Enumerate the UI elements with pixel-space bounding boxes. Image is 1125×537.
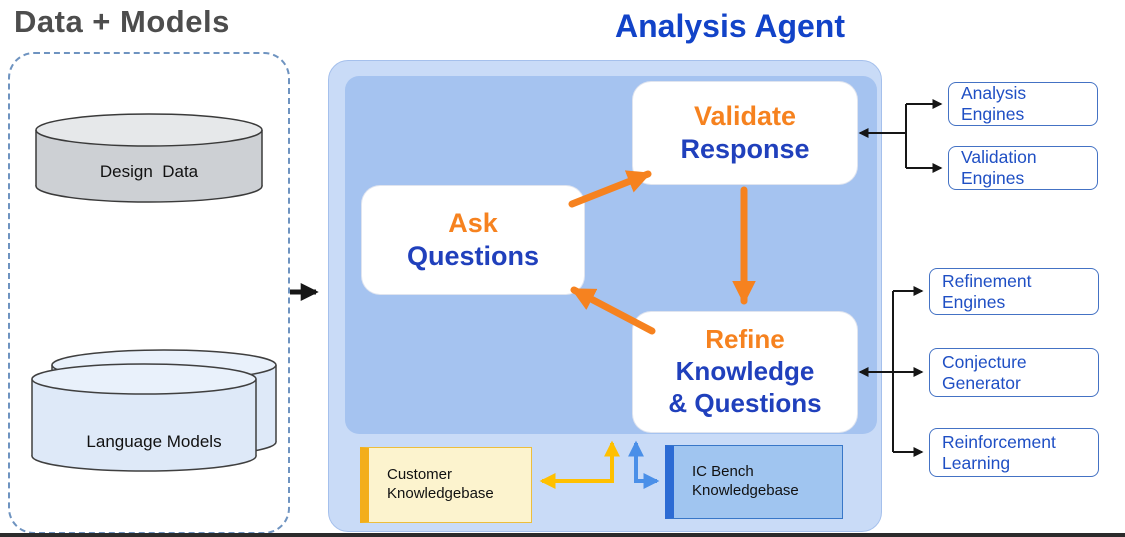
validate-response-line1: Validate [693,101,797,132]
data-models-title: Data + Models [14,4,230,39]
bottom-edge-rule [0,533,1125,537]
validate-response-line2: Response [680,134,810,164]
customer-kb-line2: Knowledgebase [387,485,494,502]
language-models-label: Language Models [86,432,222,451]
validate-response-node: Validate Response [633,82,857,184]
ask-questions-line1: Ask [448,208,498,239]
ask-questions-line2: Questions [406,241,540,271]
refinement-engines-line2: Engines [942,291,1006,312]
ask-questions-node: Ask Questions [362,186,584,294]
conjecture-generator-node: Conjecture Generator [929,348,1099,397]
analysis-engines-line1: Analysis [961,83,1027,103]
validation-engines-line1: Validation [961,147,1037,167]
reinforcement-learning-line1: Reinforcement [942,431,1056,452]
refine-knowledge-line3: & Questions [668,387,822,418]
conjecture-generator-line1: Conjecture [942,351,1027,372]
language-models-cylinder: Language Models [28,348,280,490]
design-data-cylinder: Design Data [33,110,265,206]
design-data-label: Design Data [99,162,199,181]
refine-knowledge-node: Refine Knowledge & Questions [633,312,857,432]
analysis-agent-title: Analysis Agent [615,8,845,44]
refine-knowledge-line1: Refine [705,324,785,355]
reinforcement-learning-node: Reinforcement Learning [929,428,1099,477]
conjecture-generator-line2: Generator [942,372,1021,393]
database-cylinder-icon [35,113,263,203]
analysis-engines-node: Analysis Engines [948,82,1098,126]
refinement-engines-node: Refinement Engines [929,268,1099,315]
stacked-database-cylinder-icon [31,349,277,472]
validation-engines-node: Validation Engines [948,146,1098,190]
customer-knowledgebase-node: Customer Knowledgebase [360,447,532,523]
ic-bench-kb-line1: IC Bench [692,463,754,481]
analysis-engines-line2: Engines [961,104,1025,124]
reinforcement-learning-line2: Learning [942,452,1011,473]
ic-bench-knowledgebase-node: IC Bench Knowledgebase [665,445,843,519]
refine-knowledge-line2: Knowledge [675,356,815,387]
validation-engines-line2: Engines [961,168,1025,188]
customer-kb-line1: Customer [387,466,453,484]
refinement-engines-line1: Refinement [942,270,1032,291]
ic-bench-kb-line2: Knowledgebase [692,482,799,499]
